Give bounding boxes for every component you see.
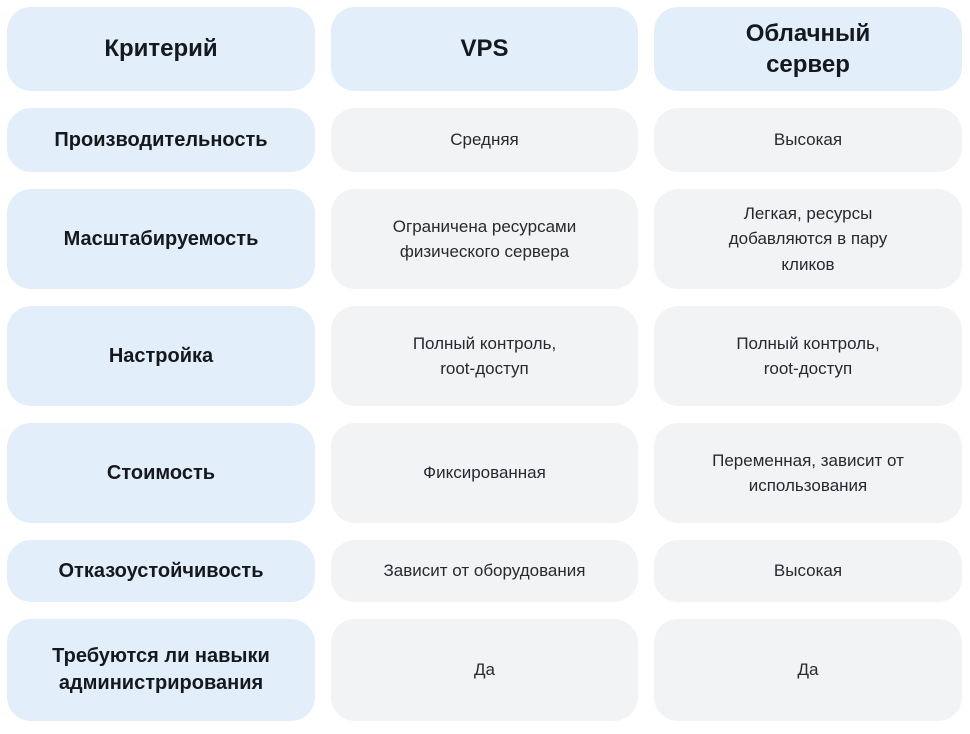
- cloud-value-cell: Высокая: [654, 540, 962, 602]
- criterion-cell: Масштабируемость: [7, 189, 315, 289]
- vps-value: Да: [474, 660, 495, 680]
- cloud-value: Высокая: [773, 561, 843, 581]
- vps-value-cell: Ограничена ресурсами физического сервера: [331, 189, 638, 289]
- header-label-vps: VPS: [460, 35, 509, 63]
- cloud-value: Полный контроль, root-доступ: [736, 333, 880, 379]
- vps-value: Ограничена ресурсами физического сервера: [392, 216, 577, 262]
- criterion-cell: Настройка: [7, 306, 315, 406]
- cloud-value: Высокая: [773, 130, 843, 150]
- cloud-value-cell: Полный контроль, root-доступ: [654, 306, 962, 406]
- header-cell-cloud: Облачный сервер: [654, 7, 962, 91]
- vps-value-cell: Средняя: [331, 108, 638, 172]
- cloud-value: Да: [797, 660, 819, 680]
- vps-value-cell: Фиксированная: [331, 423, 638, 523]
- criterion-label: Требуются ли навыки администрирования: [52, 645, 270, 694]
- vps-value: Средняя: [450, 130, 519, 150]
- cloud-value-cell: Переменная, зависит от использования: [654, 423, 962, 523]
- vps-value-cell: Да: [331, 619, 638, 721]
- vps-value: Зависит от оборудования: [383, 561, 586, 581]
- criterion-cell: Стоимость: [7, 423, 315, 523]
- criterion-cell: Производительность: [7, 108, 315, 172]
- cloud-value-cell: Да: [654, 619, 962, 721]
- header-label-criterion: Критерий: [104, 35, 218, 63]
- criterion-cell: Отказоустойчивость: [7, 540, 315, 602]
- criterion-label: Масштабируемость: [63, 227, 259, 250]
- cloud-value: Легкая, ресурсы добавляются в пару клико…: [728, 203, 888, 274]
- criterion-label: Производительность: [54, 128, 268, 151]
- cloud-value-cell: Высокая: [654, 108, 962, 172]
- vps-value-cell: Полный контроль, root-доступ: [331, 306, 638, 406]
- header-cell-vps: VPS: [331, 7, 638, 91]
- criterion-cell: Требуются ли навыки администрирования: [7, 619, 315, 721]
- cloud-value-cell: Легкая, ресурсы добавляются в пару клико…: [654, 189, 962, 289]
- criterion-label: Стоимость: [106, 461, 216, 484]
- cloud-value: Переменная, зависит от использования: [712, 450, 904, 496]
- criterion-label: Отказоустойчивость: [58, 559, 264, 582]
- vps-value: Полный контроль, root-доступ: [412, 333, 557, 379]
- vps-value: Фиксированная: [423, 463, 546, 483]
- criterion-label: Настройка: [108, 344, 214, 367]
- header-label-cloud: Облачный сервер: [745, 19, 871, 78]
- vps-value-cell: Зависит от оборудования: [331, 540, 638, 602]
- header-cell-criterion: Критерий: [7, 7, 315, 91]
